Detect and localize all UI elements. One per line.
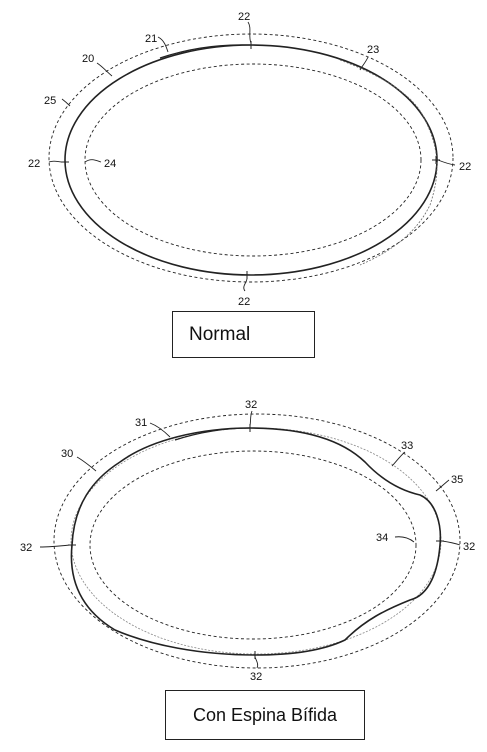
label-25: 25 (44, 95, 56, 107)
landmark-points-22 (61, 41, 440, 279)
figure-spina-bifida-labels: 32 31 33 30 35 32 34 32 32 (20, 399, 475, 683)
label-31: 31 (135, 417, 147, 429)
label-35: 35 (451, 474, 463, 486)
label-32-top: 32 (245, 399, 257, 411)
label-22-left: 22 (28, 158, 40, 170)
figure-normal-labels: 22 21 23 20 25 22 24 22 22 (28, 11, 471, 308)
figure-spina-bifida (40, 411, 460, 668)
fitted-curve-23 (340, 60, 437, 265)
label-22-right: 22 (459, 161, 471, 173)
caption-box-normal: Normal (172, 311, 315, 358)
inner-dashed-contour-24 (85, 64, 421, 256)
label-33: 33 (401, 440, 413, 452)
caption-box-spina-bifida: Con Espina Bífida (165, 690, 365, 740)
label-23: 23 (367, 44, 379, 56)
label-32-left: 32 (20, 542, 32, 554)
label-21: 21 (145, 33, 157, 45)
label-34: 34 (376, 532, 388, 544)
label-22-top: 22 (238, 11, 250, 23)
label-30: 30 (61, 448, 73, 460)
label-32-bottom: 32 (250, 671, 262, 683)
skull-contour-20 (65, 45, 437, 275)
inner-dashed-contour-34 (90, 451, 416, 639)
label-22-bottom: 22 (238, 296, 250, 308)
caption-spina-bifida: Con Espina Bífida (193, 705, 337, 726)
label-32-right: 32 (463, 541, 475, 553)
label-24: 24 (104, 158, 116, 170)
leader-lines-fig2 (40, 411, 460, 668)
caption-normal: Normal (189, 324, 250, 346)
leader-lines-fig1 (49, 22, 455, 291)
label-20: 20 (82, 53, 94, 65)
figure-normal (49, 22, 455, 291)
